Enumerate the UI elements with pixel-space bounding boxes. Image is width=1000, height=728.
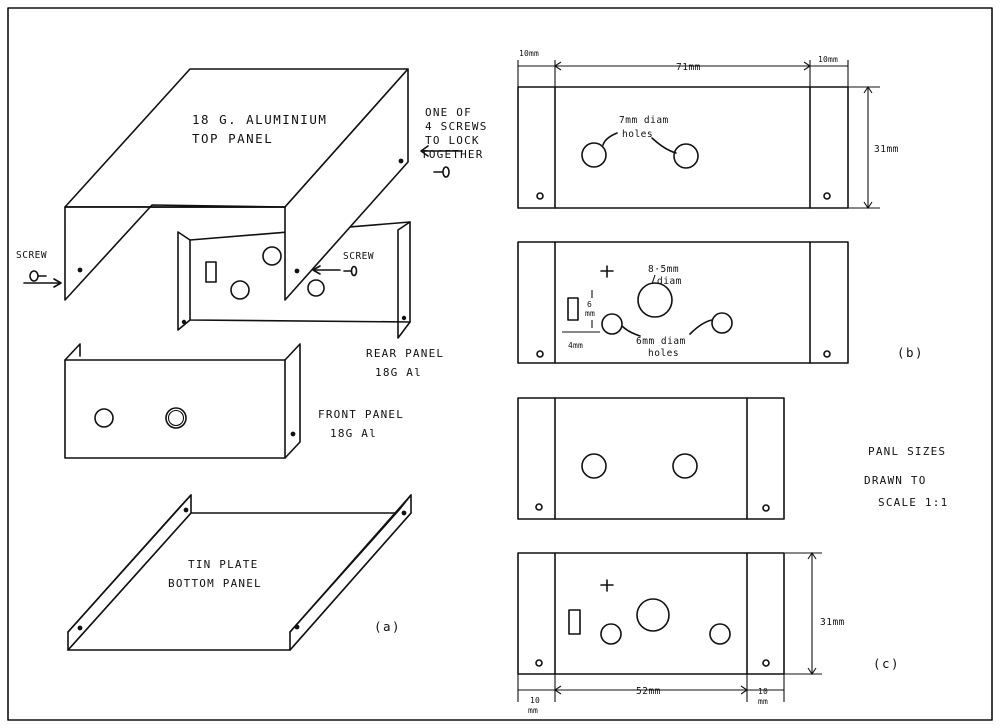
rear-panel-label: 18G Al: [375, 366, 422, 379]
screw-hole: [536, 192, 544, 200]
scale-note: SCALE 1:1: [878, 496, 948, 509]
switch-cutout: [568, 609, 581, 635]
panel-hole: [637, 282, 673, 318]
top-panel-label: 18 G. ALUMINIUM: [192, 112, 327, 127]
panel-front-view: [517, 397, 785, 520]
bottom-panel: TIN PLATE BOTTOM PANEL: [67, 494, 412, 651]
dimension-label: 10mm: [519, 49, 539, 58]
screw-left: SCREW: [16, 250, 62, 288]
subfigure-label-b: (b): [897, 345, 924, 360]
screw-hole: [401, 510, 407, 516]
panel-hole: [672, 453, 698, 479]
screw-hole: [823, 192, 831, 200]
panel-top-view: 7mm diam holes: [517, 86, 849, 209]
dimension-bottom: 31mm 10 mm 52mm 10 mm: [517, 552, 845, 715]
dimension-label: 10: [530, 696, 540, 705]
panel-hole: [600, 623, 622, 645]
front-hole: [94, 408, 114, 428]
panel-b-view: 8·5mm diam 6 mm 4mm 6mm diam holes: [517, 241, 849, 364]
panel-c-view: [517, 552, 785, 675]
screw-note: ONE OF: [425, 106, 472, 119]
screw-note: TOGETHER: [421, 148, 484, 161]
scale-note: DRAWN TO: [864, 474, 927, 487]
switch-cutout: [567, 297, 579, 321]
dimension-label: mm: [528, 706, 538, 715]
screw-hole: [181, 319, 187, 325]
screw-note: 4 SCREWS: [425, 120, 488, 133]
panel-hole: [601, 313, 623, 335]
rear-hole: [230, 280, 250, 300]
screw-hole: [762, 504, 770, 512]
panel-hole: [709, 623, 731, 645]
screw-note: TO LOCK: [425, 134, 480, 147]
screw-hole: [294, 268, 300, 274]
hole-callout: 7mm diam: [619, 115, 669, 126]
screw-hole: [77, 625, 83, 631]
screw-hole: [535, 659, 543, 667]
panel-hole: [636, 598, 670, 632]
bottom-panel-label: TIN PLATE: [188, 558, 258, 571]
panel-hole: [581, 453, 607, 479]
rear-hole: [307, 279, 325, 297]
scale-note: PANL SIZES: [868, 445, 946, 458]
dimension-label: 31mm: [820, 617, 845, 628]
screw-label: SCREW: [16, 250, 47, 261]
screw-icon: [29, 270, 47, 282]
screw-icon: [433, 166, 450, 178]
hole-callout: holes: [622, 129, 653, 140]
screw-label: SCREW: [343, 251, 374, 262]
figure-frame: [7, 7, 993, 721]
dimension-label: 52mm: [636, 686, 661, 697]
screw-hole: [294, 624, 300, 630]
subfigure-label-c: (c): [873, 656, 900, 671]
panel-hole: [673, 143, 699, 169]
panel-hole: [581, 142, 607, 168]
screw-icon: [343, 265, 358, 277]
top-panel: 18 G. ALUMINIUM TOP PANEL: [64, 68, 409, 301]
hole-callout: diam: [657, 276, 682, 287]
subfigure-label-a: (a): [374, 619, 401, 634]
screw-rear: SCREW: [312, 251, 374, 277]
rear-panel-label: REAR PANEL: [366, 347, 444, 360]
dimension-label: 71mm: [676, 62, 701, 73]
front-panel-label: FRONT PANEL: [318, 408, 404, 421]
dimension-label: 10mm: [818, 55, 838, 64]
screw-hole: [290, 431, 296, 437]
screw-callout: ONE OF 4 SCREWS TO LOCK TOGETHER: [420, 106, 488, 178]
hole-callout: 8·5mm: [648, 264, 679, 275]
exploded-enclosure: 18 G. ALUMINIUM TOP PANEL ONE OF 4 SCREW…: [16, 68, 488, 651]
screw-hole: [536, 350, 544, 358]
screw-hole: [183, 507, 189, 513]
top-panel-label: TOP PANEL: [192, 131, 273, 146]
screw-hole: [77, 267, 83, 273]
dimension-label: mm: [585, 309, 595, 318]
panel-drawings: 7mm diam holes 10mm 71mm 10mm 31mm: [517, 49, 948, 715]
dimension-label: 4mm: [568, 341, 583, 350]
dimension-label: 31mm: [874, 144, 899, 155]
screw-hole: [535, 503, 543, 511]
front-panel: [64, 343, 301, 459]
hole-callout: 6mm diam: [636, 336, 686, 347]
screw-hole: [762, 659, 770, 667]
panel-hole: [711, 312, 733, 334]
front-panel-label: 18G Al: [330, 427, 377, 440]
hole-callout: holes: [648, 348, 679, 359]
rear-hole: [262, 246, 282, 266]
dimension-label: mm: [758, 697, 768, 706]
bottom-panel-label: BOTTOM PANEL: [168, 577, 262, 590]
rear-switch-cutout: [205, 261, 217, 283]
screw-hole: [823, 350, 831, 358]
dimension-label: 6: [587, 300, 592, 309]
screw-hole: [401, 315, 407, 321]
screw-hole: [398, 158, 404, 164]
dimension-top: 10mm 71mm 10mm 31mm: [517, 49, 899, 209]
dimension-label: 10: [758, 687, 768, 696]
